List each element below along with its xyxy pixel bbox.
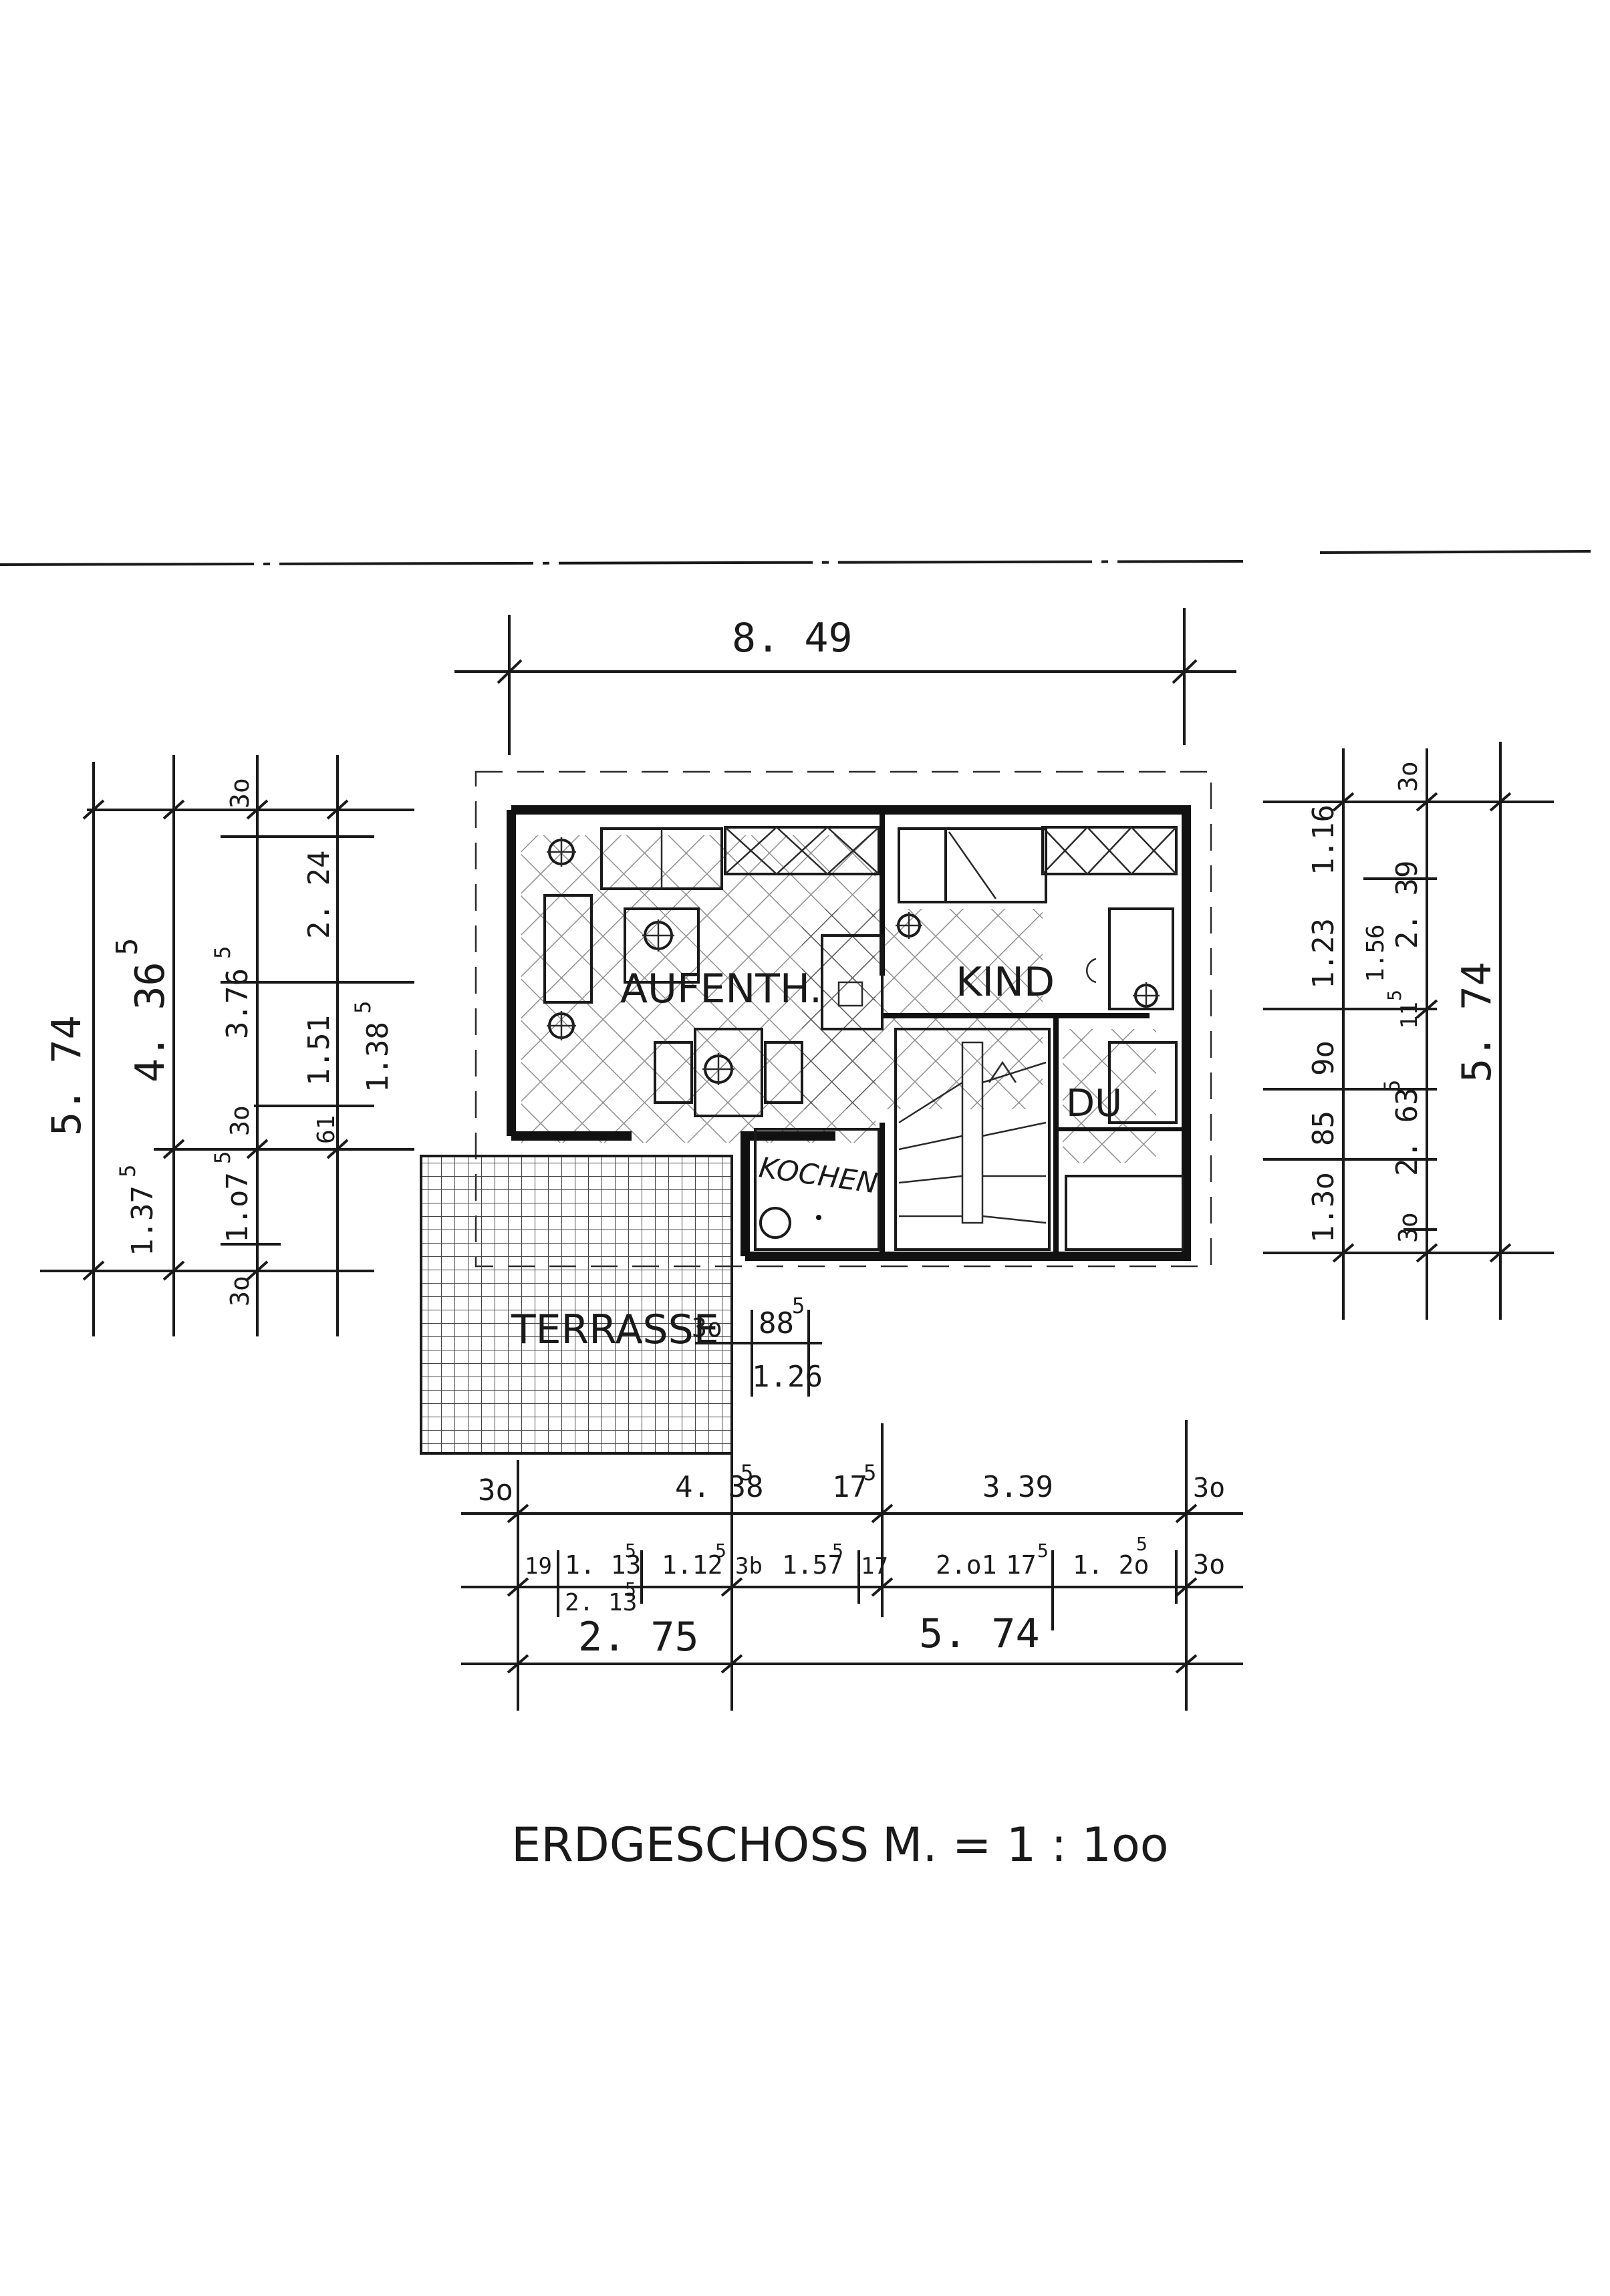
room-label-terrace: TERRASSE	[511, 1306, 719, 1353]
dim-left-h: 61	[313, 1115, 340, 1144]
dim-b3-a: 2. 75	[578, 1614, 699, 1661]
dim-right-j: 3o	[1393, 1212, 1423, 1243]
dim-left-b-sup: 5	[115, 1165, 140, 1177]
dim-left-c: 3.76	[221, 968, 255, 1039]
room-label-living: AUFENTH.	[620, 966, 822, 1012]
dim-left-d: 1.o7	[221, 1172, 255, 1243]
roof-outline	[475, 770, 1212, 1268]
dim-b2-g: 2.o1	[936, 1550, 997, 1580]
left-dimensions: 5. 74 4. 36 5 1.37 5 3.76 5 1.o7 5 2. 24…	[40, 755, 414, 1336]
kitchen-counter	[754, 1128, 880, 1251]
dim-left-i: 3o	[225, 778, 255, 809]
dining-table	[654, 1028, 803, 1117]
dim-right-e: 9o	[1307, 1040, 1341, 1076]
dim-right-f: 85	[1307, 1111, 1341, 1146]
dim-left-a: 4. 36	[127, 962, 174, 1083]
dim-right-k-sup: 5	[1383, 990, 1405, 1001]
dim-right-b: 1.16	[1307, 805, 1341, 875]
dim-left-b: 1.37	[126, 1185, 160, 1256]
dim-b2-f: 17	[861, 1553, 888, 1580]
dim-right-k: 11	[1396, 1002, 1423, 1029]
building	[507, 805, 1191, 1261]
dim-b2-e: 1.57	[782, 1550, 843, 1580]
terrace-dimensions: 3o 88 5 1.26	[692, 1293, 823, 1397]
dim-terr-b: 88	[759, 1306, 794, 1340]
dim-b2-i-sup: 5	[1136, 1533, 1148, 1555]
dim-right-g: 2. 63	[1390, 1088, 1424, 1176]
dim-left-c-sup: 5	[210, 946, 235, 959]
hatch-hall	[802, 909, 1043, 1109]
armchair	[624, 907, 700, 984]
right-dimensions: 5. 74 2. 39 1.16 1.23 1.56 9o 85 2. 63 5…	[1263, 742, 1554, 1320]
side-table	[821, 934, 884, 1030]
terrace	[420, 1155, 733, 1455]
dim-right-total: 5. 74	[1454, 962, 1500, 1083]
dim-terr-a: 3o	[692, 1313, 722, 1342]
dim-left-k: 3o	[225, 1276, 255, 1306]
bottom-dimensions: 3o 4. 38 5 17 5 3.39 3o 19 1. 13 5 1.12 …	[461, 1420, 1243, 1711]
dim-b2-c-sup: 5	[715, 1540, 726, 1562]
property-line	[0, 550, 1591, 566]
dim-left-g-sup: 5	[350, 1001, 376, 1014]
dim-b2-a: 19	[525, 1553, 552, 1580]
dim-b1-e: 3o	[1193, 1473, 1225, 1503]
dim-b2-k: 2. 13	[565, 1589, 637, 1616]
dim-b1-a: 3o	[478, 1473, 513, 1508]
dim-right-g-sup: 5	[1379, 1080, 1405, 1093]
light-fixtures	[547, 837, 1160, 1085]
desk	[1085, 907, 1174, 1010]
wardrobe-child	[1041, 826, 1178, 875]
dim-b2-b-sup: 5	[625, 1540, 636, 1562]
dim-right-c: 1.23	[1307, 918, 1341, 989]
dim-b1-c-sup: 5	[863, 1460, 876, 1485]
sofa	[543, 827, 723, 1004]
top-dimension: 8. 49	[454, 608, 1236, 755]
shower-fixtures	[1065, 1041, 1184, 1251]
dim-b1-c: 17	[832, 1470, 867, 1504]
dim-left-total: 5. 74	[43, 1015, 90, 1136]
wardrobe-living	[724, 826, 880, 875]
dim-b2-k-sup: 5	[625, 1578, 636, 1600]
dim-top-total: 8. 49	[732, 615, 853, 662]
dim-left-a-sup: 5	[110, 938, 144, 956]
dim-terr-b-sup: 5	[792, 1293, 805, 1318]
staircase	[894, 1028, 1051, 1251]
dim-left-d-sup: 5	[210, 1151, 235, 1164]
room-label-shower: DU	[1066, 1082, 1122, 1125]
plan-scale: M. = 1 : 1oo	[882, 1818, 1169, 1872]
dim-right-h: 1.3o	[1307, 1172, 1341, 1243]
dim-b2-h-sup: 5	[1037, 1540, 1049, 1562]
dim-left-f: 1.51	[302, 1015, 336, 1086]
dim-left-e: 2. 24	[302, 851, 336, 939]
room-label-child: KIND	[956, 959, 1055, 1006]
dim-b2-j: 3o	[1193, 1550, 1225, 1580]
dim-b1-b: 4. 38	[675, 1470, 763, 1504]
dim-terr-c: 1.26	[752, 1360, 823, 1394]
plan-title: ERDGESCHOSS	[511, 1818, 869, 1872]
dim-b2-b: 1. 13	[565, 1550, 641, 1580]
dim-left-j: 3o	[225, 1105, 255, 1136]
room-label-kitchen: KOCHEN	[757, 1151, 880, 1199]
dim-b3-b: 5. 74	[919, 1610, 1040, 1657]
dim-b1-d: 3.39	[982, 1470, 1053, 1504]
dim-b2-c: 1.12	[662, 1550, 723, 1580]
dim-b2-e-sup: 5	[832, 1540, 843, 1562]
dim-right-a: 2. 39	[1390, 861, 1424, 949]
dim-b2-i: 1. 2o	[1073, 1550, 1149, 1580]
dim-b2-h: 17	[1006, 1550, 1037, 1580]
dim-b1-b-sup: 5	[741, 1460, 753, 1485]
dim-left-g: 1.38	[361, 1022, 395, 1093]
dim-b2-d: 3b	[735, 1553, 763, 1580]
dim-right-i: 3o	[1393, 761, 1423, 792]
bed	[898, 827, 1047, 903]
dim-right-d: 1.56	[1362, 924, 1389, 982]
